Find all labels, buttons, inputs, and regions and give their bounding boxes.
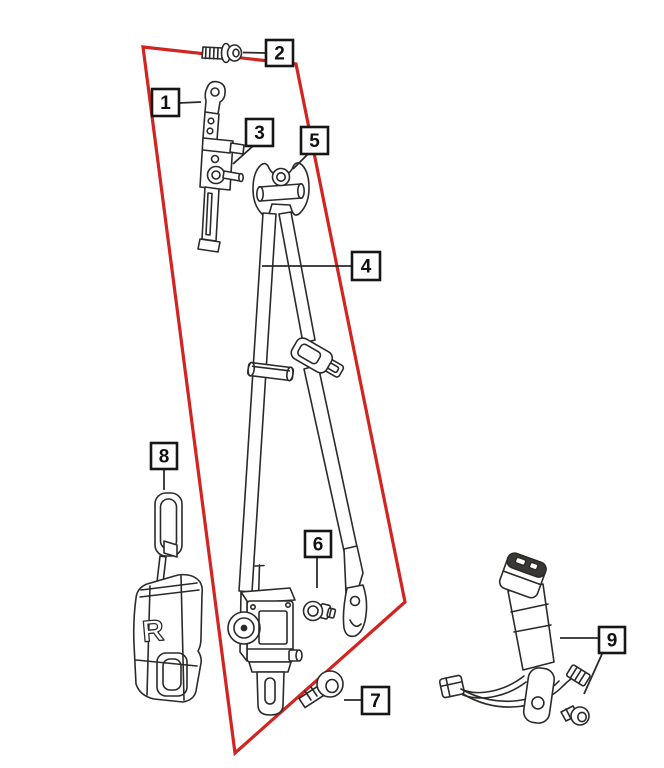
callout-5-leader: [292, 153, 309, 170]
callout-3-label: 3: [254, 123, 265, 144]
adjuster-bolt-drawing: [201, 42, 243, 64]
callout-6-box[interactable]: [303, 529, 333, 559]
callout-8[interactable]: 8: [149, 441, 179, 490]
webbing-stop-bar: [246, 361, 295, 382]
callout-1-box[interactable]: [150, 87, 181, 118]
retractor-drawing: [227, 564, 303, 716]
callout-9[interactable]: 9: [560, 625, 627, 695]
guide-loop-drawing: [252, 162, 310, 217]
callout-1-label: 1: [160, 93, 171, 114]
highlight-region-outline: [141, 45, 407, 757]
callout-9-label: 9: [607, 631, 618, 652]
callout-1[interactable]: 1: [150, 87, 202, 118]
anchor-bolt-drawing: [298, 670, 344, 709]
callout-5[interactable]: 5: [292, 125, 330, 170]
retractor-bolt-drawing: [302, 600, 337, 622]
callout-2-label: 2: [274, 44, 285, 65]
latch-plate: [290, 337, 345, 378]
callout-4-box[interactable]: [350, 250, 382, 282]
callout-8-label: 8: [159, 447, 170, 468]
callout-6-label: 6: [313, 535, 324, 556]
callout-9-box[interactable]: [597, 625, 627, 655]
callout-3-leader: [232, 145, 254, 165]
callout-2[interactable]: 2: [242, 38, 295, 68]
belt-webbing-drawing: [238, 211, 368, 638]
height-adjuster-drawing: [197, 80, 245, 253]
callout-4-label: 4: [361, 257, 372, 278]
callout-2-leader: [242, 51, 267, 54]
callout-1-leader: [178, 101, 202, 104]
callout-7-box[interactable]: [360, 685, 391, 716]
callout-7[interactable]: 7: [344, 685, 391, 716]
trim-covers-drawing: R: [132, 492, 204, 703]
cover-letter-marking: R: [141, 614, 166, 649]
callout-9-leader-2: [583, 653, 603, 695]
callout-3-box[interactable]: [244, 117, 275, 148]
callout-4[interactable]: 4: [262, 250, 382, 282]
callout-8-box[interactable]: [149, 441, 179, 471]
buckle-assembly-drawing: [438, 552, 591, 726]
callout-7-label: 7: [370, 691, 381, 712]
callout-6[interactable]: 6: [303, 529, 333, 588]
callout-3[interactable]: 3: [232, 117, 275, 165]
callout-5-box[interactable]: [299, 125, 330, 156]
callout-5-label: 5: [309, 131, 320, 152]
callout-2-box[interactable]: [264, 38, 295, 68]
